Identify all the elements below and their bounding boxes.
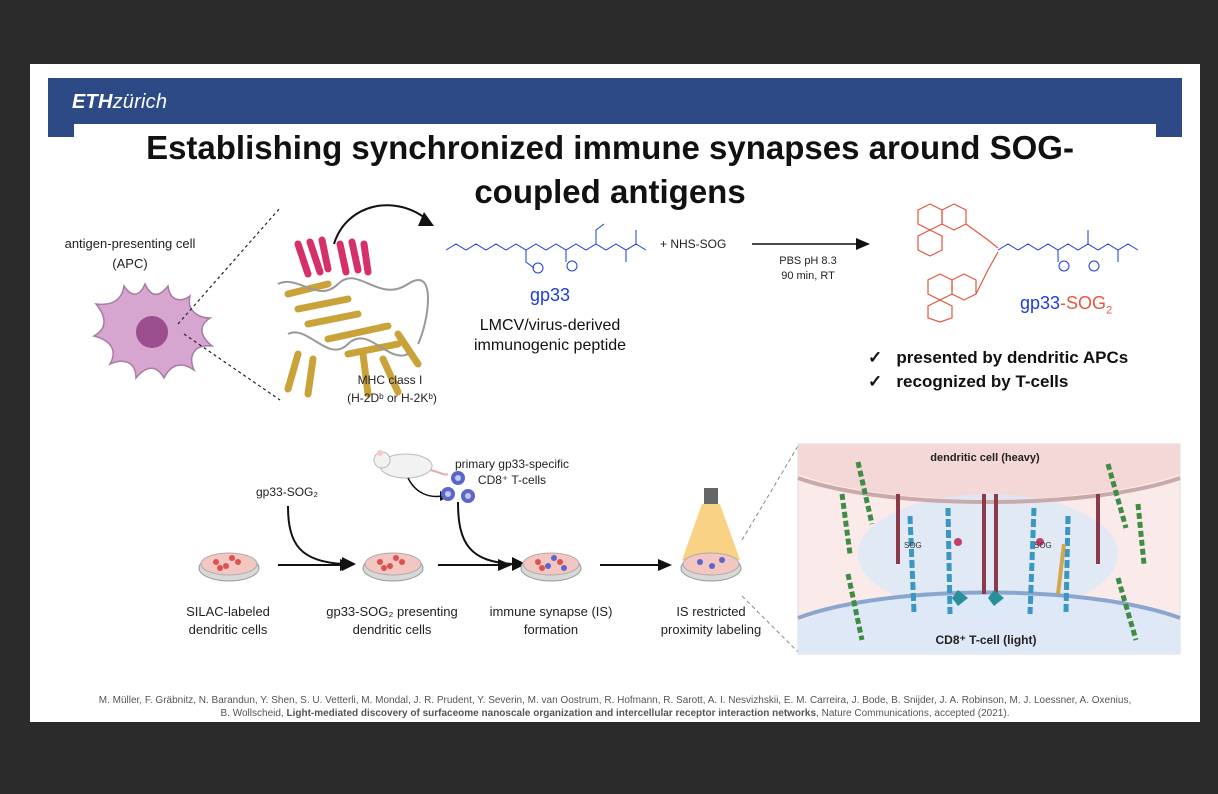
step4-label-1: IS restricted: [676, 604, 746, 619]
synapse-zoom-lines: [741, 445, 799, 653]
workflow-arrows: [278, 559, 672, 571]
mhc-label-1: MHC class I: [357, 373, 423, 387]
sog-tag-left: SOG: [904, 541, 922, 550]
citation-line-1: M. Müller, F. Gräbnitz, N. Barandun, Y. …: [98, 695, 1132, 706]
step4-label-2: proximity labeling: [660, 622, 762, 637]
dish-labeling-lamp: [680, 488, 742, 582]
apc-cell-icon: [92, 282, 215, 381]
peptide-desc-1: LMCV/virus-derived: [479, 317, 621, 334]
dendritic-cell-label: dendritic cell (heavy): [930, 452, 1040, 464]
curved-arrow-mhc-to-peptide: [333, 204, 434, 245]
nhs-sog-reagent: + NHS-SOG: [660, 237, 727, 251]
check-presented: ✓ presented by dendritic APCs: [868, 348, 1129, 367]
zoom-lines: [177, 207, 281, 401]
step2-label-1: gp33-SOG₂ presenting: [326, 604, 458, 619]
gp33-label: gp33: [529, 285, 571, 305]
mhc-protein-structure: [277, 236, 429, 398]
mouse-icon: [373, 450, 449, 479]
slide: ETHzürich Establishing synchronized immu…: [30, 64, 1200, 722]
tcell-label: CD8⁺ T-cell (light): [935, 633, 1037, 647]
sog-tag-right: SOG: [1034, 541, 1052, 550]
apc-label-1: antigen-presenting cell: [64, 236, 196, 251]
tcells-label-1: primary gp33-specific: [454, 457, 570, 471]
step3-label-2: formation: [523, 622, 579, 637]
eth-logo: ETHzürich: [72, 91, 168, 113]
banner-strip: [74, 124, 1156, 138]
immune-synapse-diagram: [797, 443, 1181, 655]
gp33-peptide-structure: [445, 223, 647, 274]
step1-label-1: SILAC-labeled: [186, 604, 270, 619]
reaction-condition-1: PBS pH 8.3: [779, 255, 837, 267]
apc-label-2: (APC): [112, 256, 148, 271]
mhc-label-2: (H-2Dᵇ or H-2Kᵇ): [347, 391, 437, 405]
citation-line-2: B. Wollscheid, Light-mediated discovery …: [220, 708, 1010, 719]
dish-synapse: [520, 552, 582, 582]
dish-silac: [198, 552, 260, 582]
tcells-label-2: CD8⁺ T-cells: [477, 473, 547, 487]
step1-label-2: dendritic cells: [188, 622, 268, 637]
step2-label-2: dendritic cells: [352, 622, 432, 637]
peptide-desc-2: immunogenic peptide: [473, 337, 627, 354]
slide-title: Establishing synchronized immune synapse…: [146, 129, 1074, 210]
check-recognized: ✓ recognized by T-cells: [868, 372, 1069, 391]
reaction-condition-2: 90 min, RT: [781, 270, 835, 282]
reaction-arrow: [752, 238, 870, 250]
dish-presenting: [362, 552, 424, 582]
gp33-sog2-structure: [917, 203, 1139, 323]
product-label: gp33-SOG2: [1020, 293, 1113, 317]
t-cells-icon: [441, 471, 475, 503]
step3-label-1: immune synapse (IS): [489, 604, 613, 619]
reagent-label: gp33-SOG₂: [256, 485, 319, 499]
